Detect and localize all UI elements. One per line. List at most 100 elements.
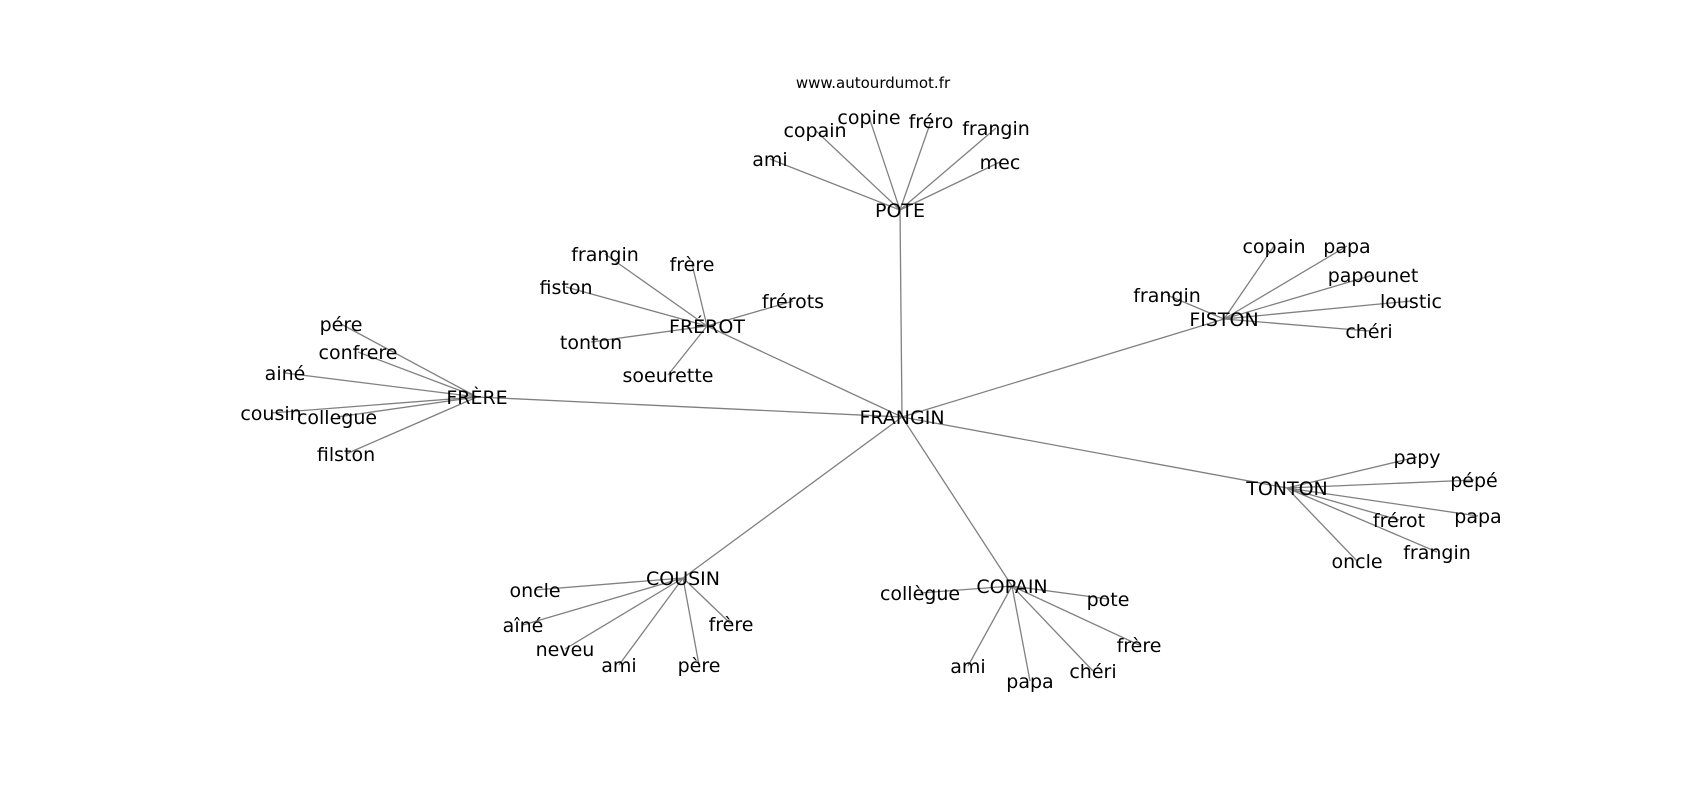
edge-2-1 <box>357 351 478 398</box>
cluster-node: FRÈRE <box>446 386 507 409</box>
edge-1-0 <box>604 253 708 327</box>
edge-6-1 <box>1011 585 1109 600</box>
neighbor-node: frangin <box>1403 542 1471 564</box>
cluster-node: COUSIN <box>646 568 720 590</box>
neighbor-node: papa <box>1006 671 1053 693</box>
edge-4-4 <box>1286 487 1438 553</box>
neighbor-node: confrere <box>319 342 398 364</box>
edge-center-1 <box>706 325 903 418</box>
edge-4-0 <box>1286 456 1418 489</box>
neighbor-node: frangin <box>1133 285 1201 307</box>
neighbor-node: mec <box>980 152 1021 174</box>
neighbor-node: pépé <box>1450 470 1498 492</box>
neighbor-node: frangin <box>962 118 1030 140</box>
neighbor-node: papy <box>1393 447 1440 469</box>
edge-3-1 <box>1223 245 1348 320</box>
edge-center-6 <box>901 416 1013 587</box>
edge-5-0 <box>534 577 684 591</box>
neighbor-node: ami <box>601 655 636 677</box>
neighbor-node: oncle <box>509 580 560 602</box>
edge-3-0 <box>1223 245 1275 320</box>
cluster-node: COPAIN <box>976 576 1047 598</box>
neighbor-node: copain <box>783 120 846 142</box>
edge-1-1 <box>691 263 708 327</box>
neighbor-node: tonton <box>560 332 622 354</box>
neighbor-node: ami <box>950 656 985 678</box>
edge-4-2 <box>1286 487 1479 517</box>
edge-2-4 <box>336 396 478 418</box>
edge-1-2 <box>565 286 708 327</box>
edge-4-3 <box>1286 487 1400 521</box>
edge-4-1 <box>1286 479 1475 489</box>
edge-center-2 <box>476 396 903 418</box>
neighbor-node: frérot <box>1373 510 1425 532</box>
edge-5-1 <box>522 577 684 626</box>
graph-edges <box>270 116 1479 682</box>
neighbor-node: frangin <box>571 244 639 266</box>
neighbor-node: aîné <box>503 615 544 637</box>
edge-4-5 <box>1286 487 1358 562</box>
neighbor-node: chéri <box>1345 321 1392 343</box>
edge-6-4 <box>1011 585 1031 682</box>
cluster-node: TONTON <box>1245 478 1328 500</box>
edge-6-0 <box>919 585 1013 594</box>
neighbor-node: frère <box>670 254 715 276</box>
edge-3-3 <box>1166 294 1225 320</box>
edge-6-3 <box>1011 585 1094 672</box>
edge-6-2 <box>1011 585 1140 646</box>
neighbor-node: collègue <box>880 583 960 605</box>
edge-6-5 <box>967 585 1013 667</box>
neighbor-node: copain <box>1242 236 1305 258</box>
edge-5-2 <box>564 577 684 650</box>
edge-0-3 <box>899 120 932 211</box>
edge-center-4 <box>901 416 1288 489</box>
neighbor-node: père <box>678 655 721 677</box>
neighbor-node: soeurette <box>623 365 714 387</box>
edge-center-5 <box>682 416 903 579</box>
neighbor-node: pote <box>1087 589 1130 611</box>
edge-3-4 <box>1223 300 1412 320</box>
cluster-node: POTE <box>875 200 925 222</box>
neighbor-node: frère <box>709 614 754 636</box>
site-label: www.autourdumot.fr <box>796 74 951 92</box>
neighbor-node: copine <box>837 107 900 129</box>
edge-center-0 <box>899 209 903 418</box>
edge-2-3 <box>270 396 478 414</box>
edge-0-5 <box>899 161 1001 211</box>
edge-1-5 <box>667 325 708 376</box>
neighbor-node: pére <box>320 314 363 336</box>
cluster-node: FISTON <box>1189 309 1258 331</box>
edge-2-5 <box>345 396 478 455</box>
neighbor-node: loustic <box>1380 291 1442 313</box>
neighbor-node: ainé <box>265 363 306 385</box>
neighbor-node: neveu <box>536 639 595 661</box>
edge-0-1 <box>814 129 901 211</box>
edge-1-4 <box>590 325 708 343</box>
edge-1-3 <box>706 300 794 327</box>
neighbor-node: papa <box>1454 506 1501 528</box>
edge-2-2 <box>284 372 478 398</box>
center-node: FRANGIN <box>859 407 944 429</box>
neighbor-node: papa <box>1323 236 1370 258</box>
neighbor-node: frérots <box>762 291 824 313</box>
neighbor-node: fréro <box>909 111 954 133</box>
edge-5-5 <box>682 577 732 625</box>
neighbor-node: chéri <box>1069 661 1116 683</box>
edge-0-4 <box>899 127 997 211</box>
neighbor-node: ami <box>752 149 787 171</box>
edge-3-5 <box>1223 318 1370 332</box>
neighbor-node: frère <box>1117 635 1162 657</box>
edge-0-2 <box>868 116 901 211</box>
neighbor-node: papounet <box>1328 265 1419 287</box>
neighbor-node: collegue <box>297 407 377 429</box>
neighbor-node: cousin <box>240 403 301 425</box>
edge-center-3 <box>901 318 1225 418</box>
neighbor-node: fiston <box>540 277 593 299</box>
cluster-node: FRÉROT <box>669 315 745 338</box>
edge-3-2 <box>1223 274 1374 320</box>
edge-5-4 <box>682 577 700 666</box>
edge-2-0 <box>340 323 478 398</box>
edge-5-3 <box>618 577 684 666</box>
